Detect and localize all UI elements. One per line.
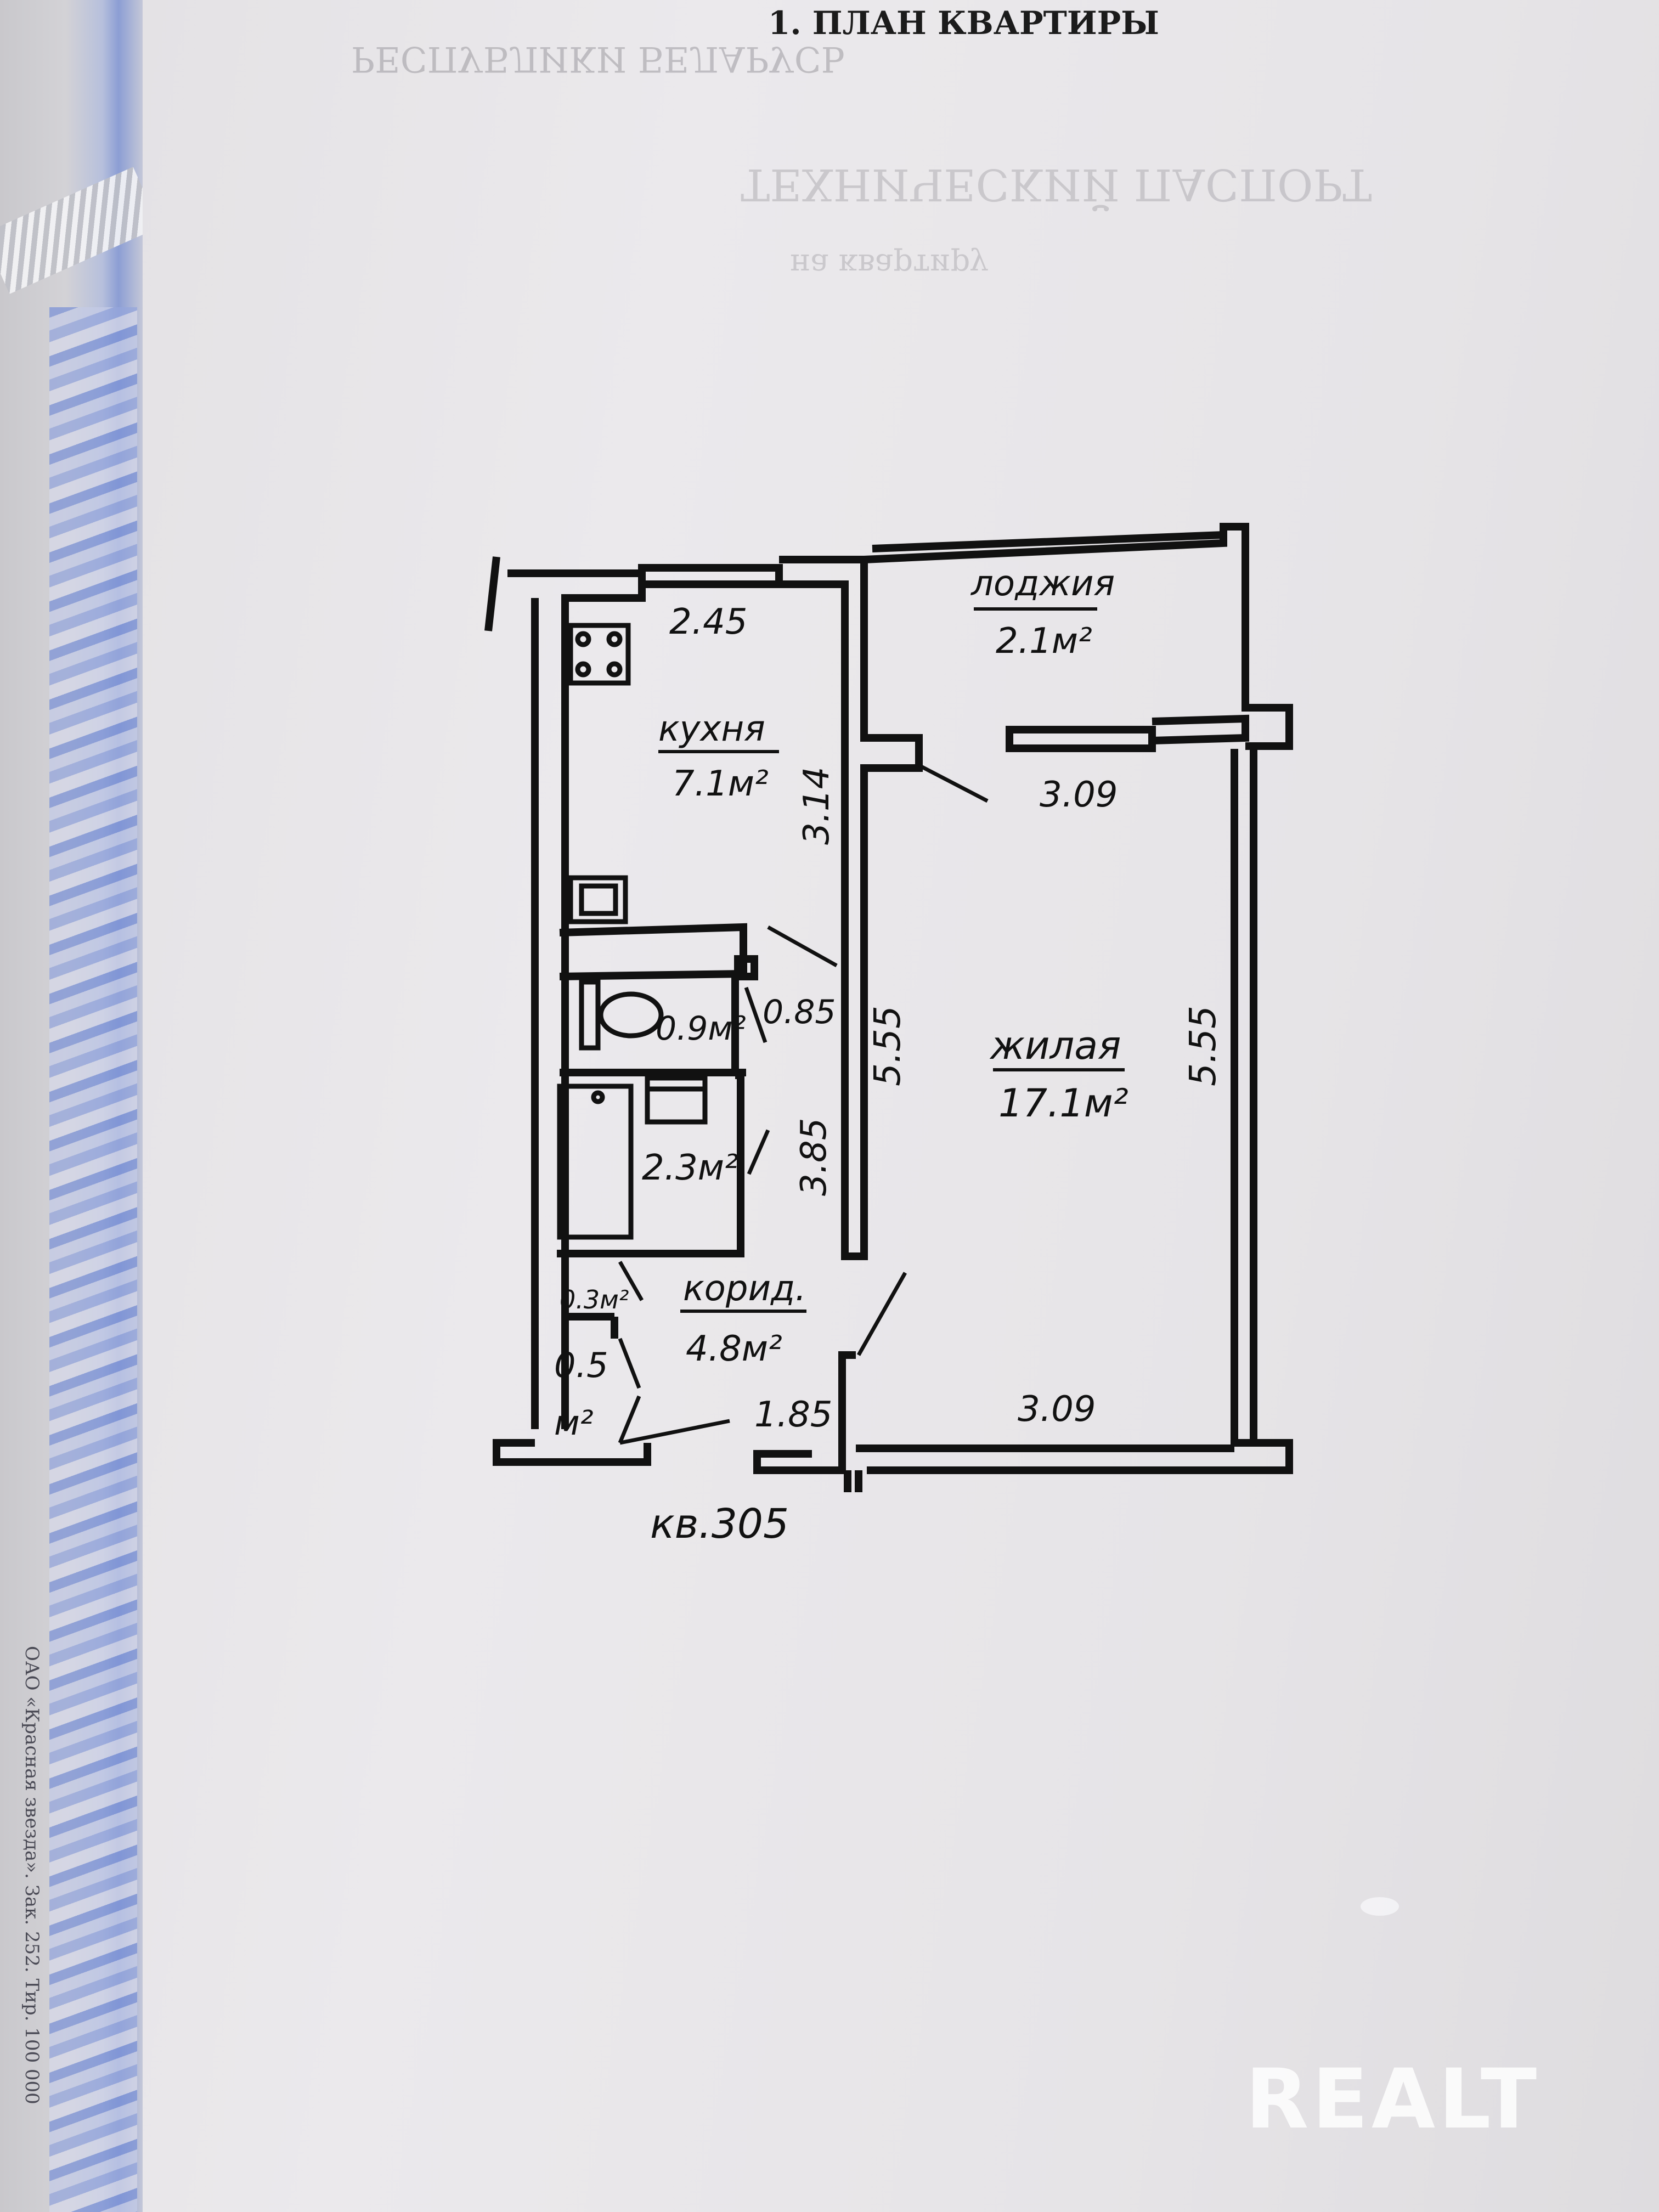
bottom-left-wall [493, 1439, 651, 1466]
kitchen-living-partition [779, 556, 923, 1260]
closet-b-area: 0.5 [554, 1345, 608, 1385]
paper-glare-spot [1361, 1897, 1399, 1916]
wc-width-dim: 0.85 [763, 993, 836, 1031]
balcony-wall-stub [1152, 714, 1249, 744]
living-length-right-dim: 5.55 [1182, 1006, 1224, 1086]
kitchen-outer-wall [507, 569, 646, 1429]
living-name: жилая [989, 1023, 1121, 1068]
door-swings [618, 763, 989, 1445]
loggia-outline [864, 523, 1293, 750]
kitchen-width-dim: 2.45 [669, 602, 748, 642]
door-swing [618, 1338, 641, 1389]
bath-area: 2.3м² [642, 1148, 738, 1188]
printer-imprint: ОАО «Красная звезда». Зак. 252. Тир. 100… [21, 1646, 43, 2104]
door-swing [767, 925, 838, 968]
realt-watermark-logo: REALT [1245, 2052, 1541, 2147]
passport-cover-pattern [49, 307, 137, 2212]
label-underlines [658, 607, 1125, 1313]
kitchen-name: кухня [658, 709, 765, 749]
bathtub-icon [557, 1084, 634, 1240]
burner [606, 661, 623, 678]
apartment-number: кв.305 [650, 1500, 789, 1548]
bath-block-length-dim: 3.85 [794, 1118, 834, 1197]
corridor-name: корид. [683, 1268, 806, 1309]
closet-b-unit: м² [554, 1403, 594, 1443]
toilet-tank [579, 979, 601, 1051]
door-swing [856, 1272, 907, 1356]
sink-bowl [579, 883, 618, 916]
door-swing [619, 1419, 730, 1445]
closet-a-area: 0.3м² [560, 1285, 629, 1314]
washbasin-icon [645, 1075, 708, 1125]
burner [606, 631, 623, 647]
kitchen-window [638, 564, 783, 588]
door-swing [618, 1395, 641, 1444]
document-header-title: 1. ПЛАН КВАРТИРЫ [768, 4, 1159, 42]
burner [575, 661, 591, 678]
living-area: 17.1м² [998, 1081, 1128, 1126]
loggia-area: 2.1м² [996, 621, 1092, 662]
toilet-icon [598, 991, 664, 1039]
balcony-door [1006, 726, 1156, 752]
entry-wall [753, 1351, 856, 1474]
sink-icon [568, 875, 628, 924]
wall-break-mark [484, 556, 500, 631]
fixtures [557, 623, 708, 1240]
door-swing [744, 986, 768, 1043]
corridor-width-dim: 1.85 [754, 1395, 833, 1435]
living-right-wall [867, 749, 1293, 1474]
wall-outlines [484, 523, 1293, 1492]
living-width-bottom-dim: 3.09 [1018, 1389, 1096, 1430]
corridor-area: 4.8м² [686, 1329, 782, 1369]
document-page [143, 0, 1659, 2212]
door-swing [918, 763, 989, 803]
kitchen-length-dim: 3.14 [797, 767, 837, 845]
living-length-left-dim: 5.55 [866, 1006, 909, 1086]
kitchen-area: 7.1м² [672, 764, 769, 804]
burner [575, 631, 591, 647]
wc-area: 0.9м² [656, 1009, 746, 1048]
door-swing [618, 1261, 644, 1301]
kitchen-bath-partition [559, 923, 747, 980]
living-width-top-dim: 3.09 [1040, 775, 1118, 815]
door-swing [747, 1129, 770, 1175]
loggia-name: лоджия [970, 563, 1115, 604]
loggia-rail [872, 531, 1224, 552]
bathtub-drain [591, 1090, 605, 1104]
partition-post [734, 955, 758, 980]
bath-walls [557, 1071, 744, 1257]
stove-icon [568, 623, 631, 686]
